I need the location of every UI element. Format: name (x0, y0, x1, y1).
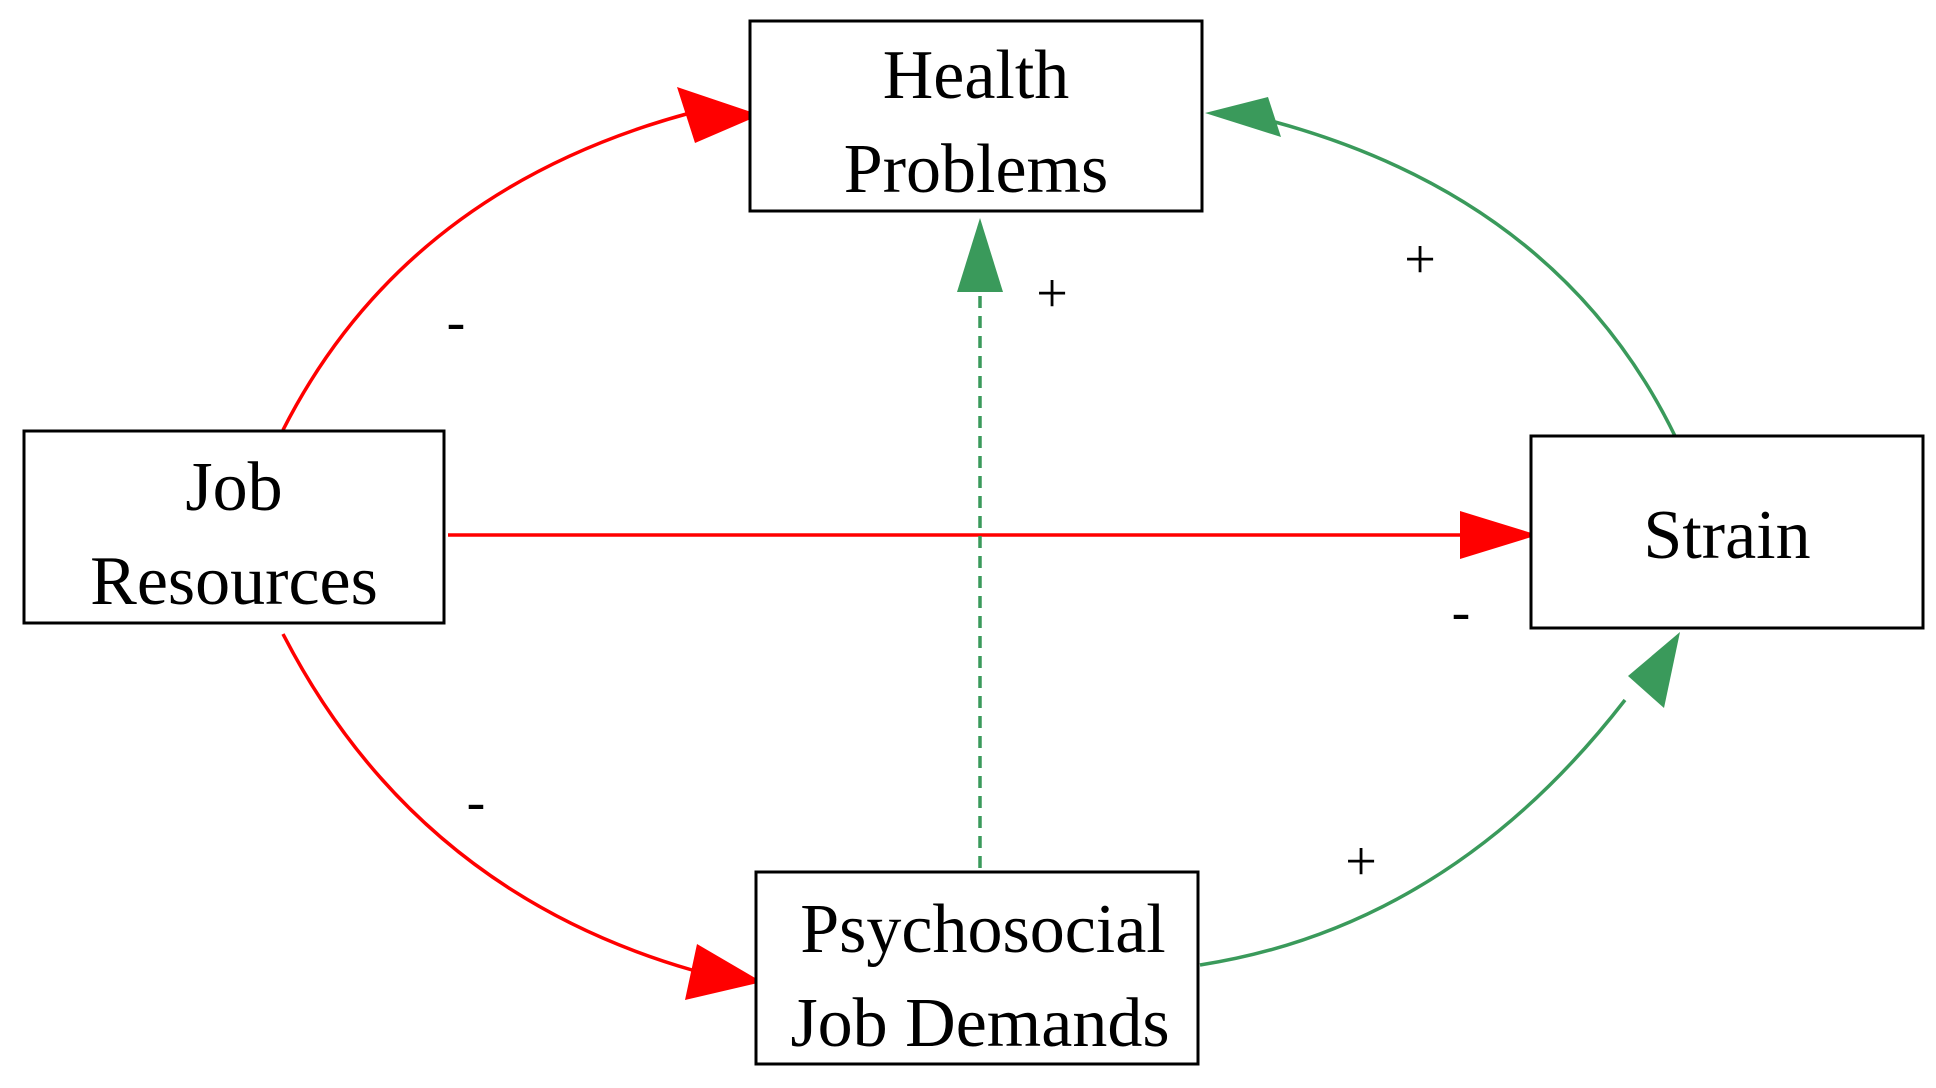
arrowhead-resources-to-strain (1460, 511, 1538, 559)
arrowhead-strain-to-health (1205, 97, 1281, 137)
edge-demands-to-strain (1199, 698, 1627, 967)
node-job-resources: Job Resources (22, 429, 446, 625)
sign-demands-to-health: + (1036, 263, 1068, 325)
arrowhead-resources-to-demands (685, 944, 762, 1000)
node-health-problems-line1: Health (883, 37, 1070, 114)
edge-resources-to-demands (281, 633, 693, 972)
edge-resources-to-health (281, 111, 691, 431)
node-job-resources-line1: Job (185, 449, 282, 526)
node-strain-line1: Strain (1643, 497, 1810, 574)
node-strain: Strain (1529, 434, 1925, 630)
arrowhead-resources-to-health (677, 87, 760, 143)
node-demands-line2: Job Demands (790, 985, 1169, 1062)
node-demands-line1: Psychosocial (800, 891, 1166, 968)
node-health-problems-line2: Problems (844, 131, 1108, 208)
sign-resources-to-health: - (447, 291, 466, 353)
sign-resources-to-demands: - (467, 771, 486, 833)
arrowhead-demands-to-health (957, 218, 1003, 292)
sign-demands-to-strain: + (1345, 831, 1377, 893)
node-psychosocial-job-demands: Psychosocial Job Demands (754, 870, 1200, 1066)
edge-strain-to-health (1274, 120, 1677, 437)
node-health-problems: Health Problems (748, 19, 1204, 213)
sign-resources-to-strain: - (1452, 581, 1471, 643)
sign-strain-to-health: + (1404, 229, 1436, 291)
arrowhead-demands-to-strain (1628, 632, 1680, 708)
node-job-resources-line2: Resources (90, 543, 378, 620)
